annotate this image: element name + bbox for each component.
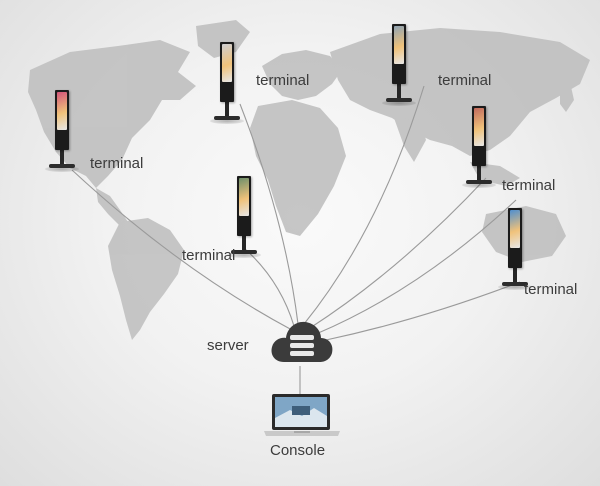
link-terminal-7 xyxy=(325,281,521,341)
kiosk-screen-3 xyxy=(394,26,404,64)
link-terminal-3 xyxy=(303,85,425,325)
cloud-server-icon xyxy=(271,321,333,362)
kiosk-screen-1 xyxy=(57,92,67,130)
map-greenland xyxy=(196,20,250,58)
kiosk-screen-5 xyxy=(474,108,484,146)
map-australia xyxy=(482,206,566,262)
server-label: server xyxy=(207,337,249,354)
terminal-label-4: terminal xyxy=(182,247,236,264)
kiosk-screen-6 xyxy=(510,210,520,248)
map-japan xyxy=(560,82,574,112)
terminal-label-1: terminal xyxy=(90,155,144,172)
kiosk-screen-4 xyxy=(239,178,249,216)
map-central-america xyxy=(96,188,128,226)
console-label: Console xyxy=(270,442,326,459)
map-africa xyxy=(250,100,346,236)
terminal-label-5: terminal xyxy=(502,177,556,194)
terminal-label-6: terminal xyxy=(524,281,578,298)
laptop-icon xyxy=(264,394,340,436)
link-terminal-5 xyxy=(309,177,487,329)
terminal-label-2: terminal xyxy=(256,72,310,89)
terminal-label-3: terminal xyxy=(438,72,492,89)
link-terminal-6 xyxy=(315,199,517,335)
link-terminal-4 xyxy=(243,247,295,327)
kiosk-screen-2 xyxy=(222,44,232,82)
link-terminal-1 xyxy=(71,169,293,331)
map-india xyxy=(394,118,426,162)
map-north-america xyxy=(28,40,196,188)
map-europe xyxy=(262,50,342,100)
link-terminal-2 xyxy=(239,103,299,325)
